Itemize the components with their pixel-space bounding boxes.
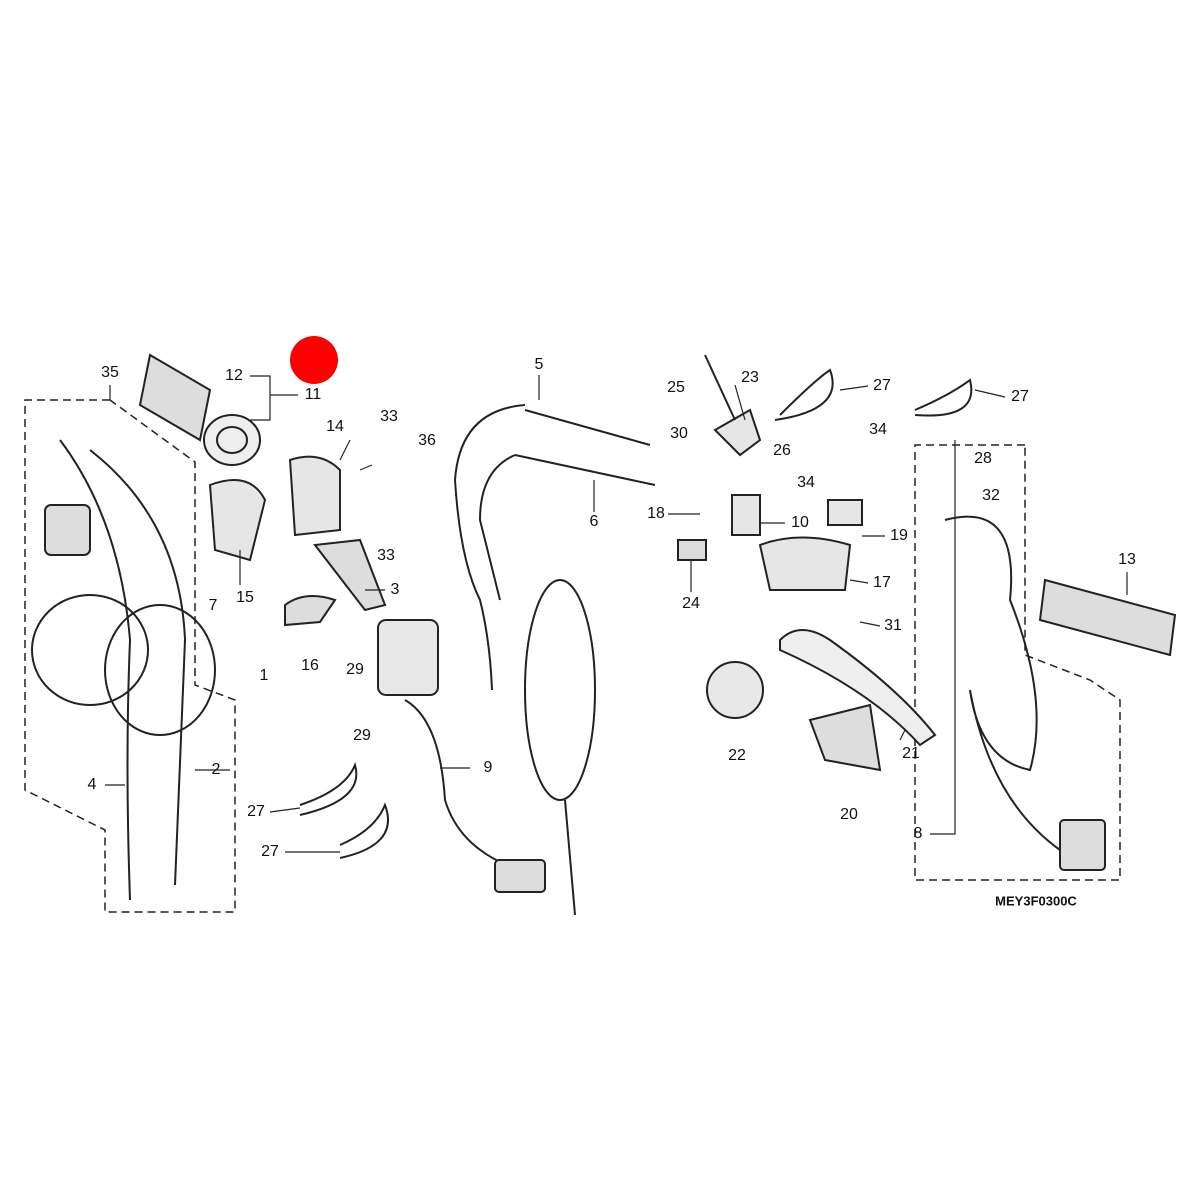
part-label: 27 bbox=[873, 377, 891, 394]
part-label: 9 bbox=[483, 759, 493, 776]
bracket-17 bbox=[758, 536, 852, 591]
switch-10 bbox=[731, 494, 761, 536]
part-label: 12 bbox=[225, 367, 243, 384]
part-label: 16 bbox=[301, 657, 319, 674]
cover-16 bbox=[284, 595, 337, 627]
part-label: 20 bbox=[840, 806, 858, 823]
part-label: 27 bbox=[247, 803, 265, 820]
part-label: 30 bbox=[670, 425, 688, 442]
clutch-cables bbox=[453, 404, 656, 916]
part-label: 1 bbox=[259, 667, 269, 684]
part-label: 27 bbox=[261, 843, 279, 860]
part-label: 3 bbox=[390, 581, 400, 598]
throttle-cables bbox=[31, 439, 216, 901]
part-label: 24 bbox=[682, 595, 700, 612]
adjuster-24 bbox=[677, 539, 707, 561]
housing-upper bbox=[288, 455, 341, 537]
diagram-code: MEY3F0300C bbox=[995, 893, 1077, 909]
leader-lines bbox=[105, 375, 1128, 853]
part-label: 14 bbox=[326, 418, 344, 435]
marker-dot bbox=[290, 336, 338, 384]
part-label: 31 bbox=[884, 617, 902, 634]
part-label: 25 bbox=[667, 379, 685, 396]
part-label: 36 bbox=[418, 432, 436, 449]
lever-holder-23 bbox=[713, 408, 762, 457]
part-label: 17 bbox=[873, 574, 891, 591]
band-27 bbox=[914, 378, 973, 417]
throttle-housing bbox=[208, 479, 267, 562]
lever-21 bbox=[779, 629, 937, 747]
part-label: 27 bbox=[1011, 388, 1029, 405]
part-label: 32 bbox=[982, 487, 1000, 504]
part-label: 34 bbox=[869, 421, 887, 438]
bolt-25 bbox=[704, 354, 736, 421]
part-label: 35 bbox=[101, 364, 119, 381]
part-label: 11 bbox=[304, 386, 322, 403]
part-label: 26 bbox=[773, 442, 791, 459]
engine-stop-switch bbox=[377, 619, 546, 893]
part-label: 21 bbox=[902, 745, 920, 762]
throttle-grip bbox=[138, 353, 261, 466]
part-label: 23 bbox=[741, 369, 759, 386]
part-label: 18 bbox=[647, 505, 665, 522]
band-27 bbox=[299, 761, 358, 816]
part-label: 15 bbox=[236, 589, 254, 606]
part-label: 19 bbox=[890, 527, 908, 544]
adjuster-22 bbox=[706, 661, 764, 719]
group-box-right bbox=[914, 444, 1121, 881]
part-label: 22 bbox=[728, 747, 746, 764]
part-label: 4 bbox=[87, 776, 97, 793]
part-label: 34 bbox=[797, 474, 815, 491]
group-box-left bbox=[24, 399, 236, 913]
part-label: 33 bbox=[380, 408, 398, 425]
band-27 bbox=[339, 802, 389, 859]
band-27 bbox=[774, 368, 834, 421]
part-label: 10 bbox=[791, 514, 809, 531]
part-label: 28 bbox=[974, 450, 992, 467]
part-label: 33 bbox=[377, 547, 395, 564]
part-label: 8 bbox=[913, 825, 923, 842]
part-label: 13 bbox=[1118, 551, 1136, 568]
grip-cover bbox=[313, 538, 387, 612]
grip-13 bbox=[1038, 578, 1177, 657]
harness-8 bbox=[944, 515, 1061, 851]
perch-20 bbox=[808, 703, 882, 772]
part-label: 2 bbox=[211, 761, 221, 778]
part-label: 5 bbox=[534, 356, 544, 373]
part-label: 6 bbox=[589, 513, 599, 530]
part-label: 29 bbox=[346, 661, 364, 678]
clamp-19 bbox=[827, 499, 863, 526]
part-label: 7 bbox=[208, 597, 218, 614]
part-label: 29 bbox=[353, 727, 371, 744]
